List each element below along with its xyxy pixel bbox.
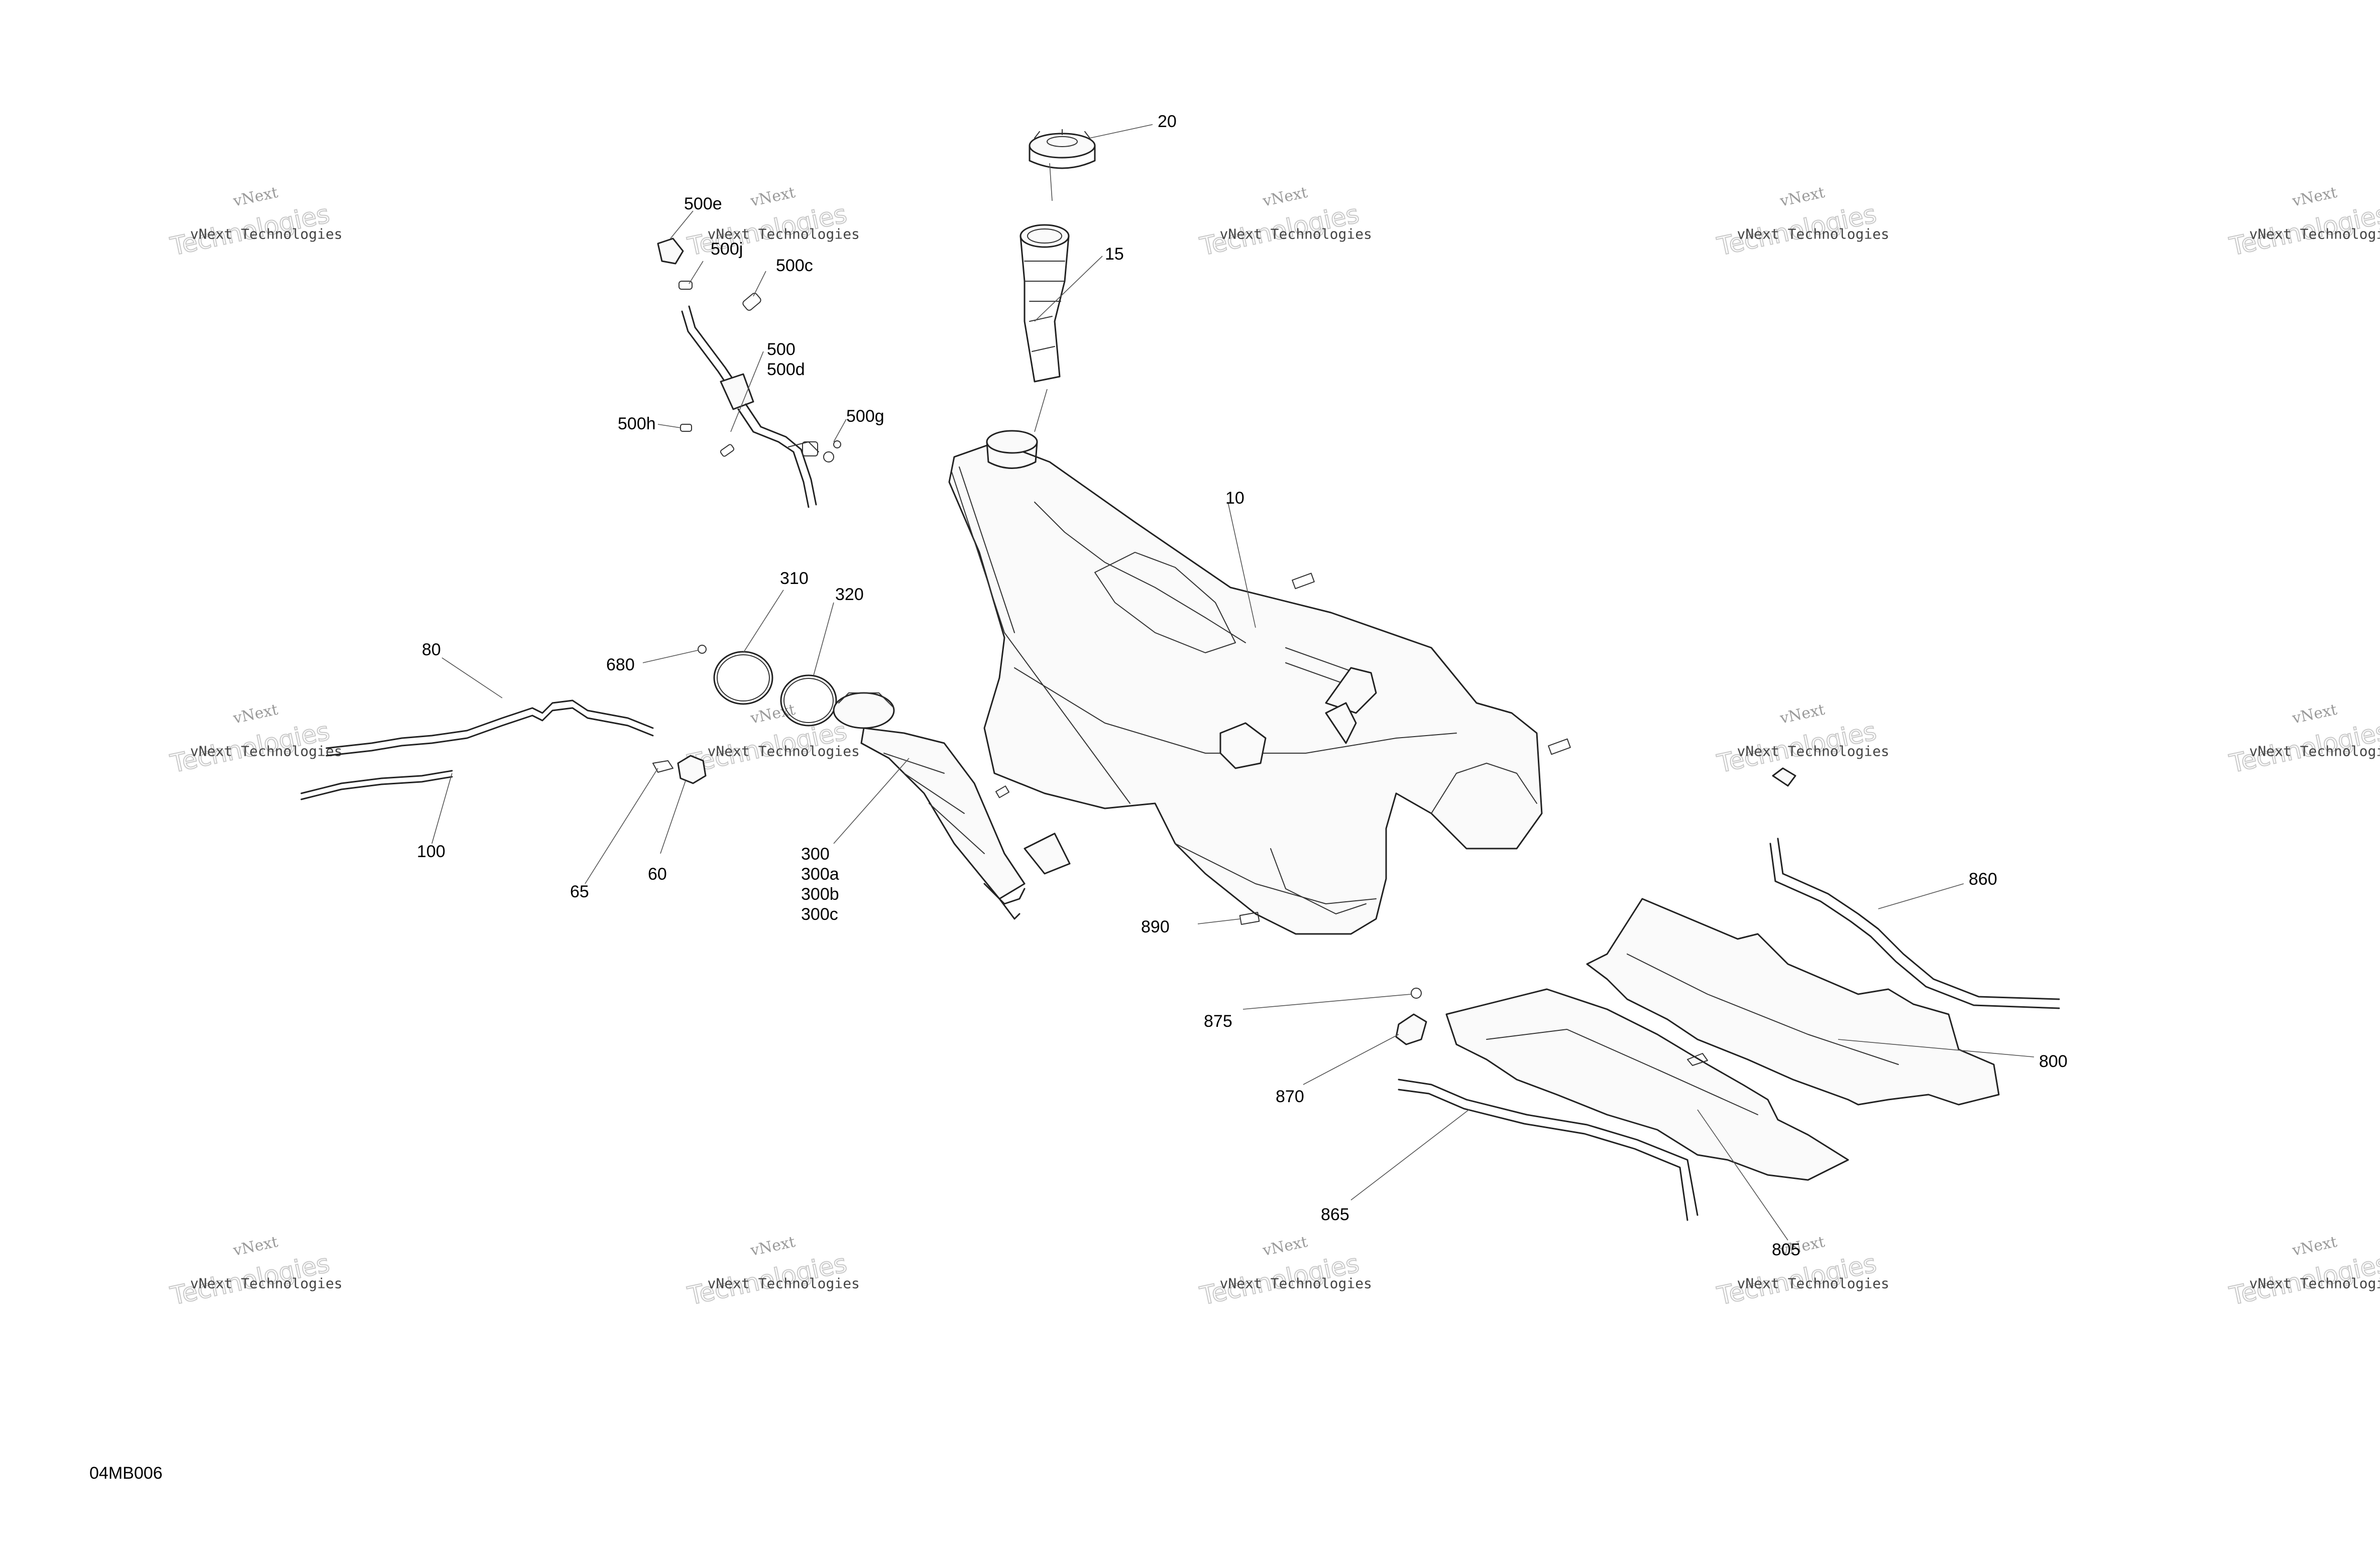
watermark-text: vNext Technologies xyxy=(190,1275,342,1292)
watermark-text: vNext Technologies xyxy=(1737,226,1889,243)
watermark-text: vNext Technologies xyxy=(190,226,342,243)
callout-500: 500 xyxy=(767,340,796,359)
tank-strap-upper xyxy=(1769,767,2060,1009)
callout-65: 65 xyxy=(570,882,589,901)
watermark-text: vNext Technologies xyxy=(707,1275,859,1292)
heat-shield-upper xyxy=(1586,898,2000,1106)
watermark-text: vNext Technologies xyxy=(707,226,859,243)
watermark-text: vNext xyxy=(231,1233,279,1260)
watermark: vNext Technologies vNext Technologies xyxy=(685,1233,860,1312)
watermark-text: vNext xyxy=(1261,184,1309,210)
callout-80: 80 xyxy=(422,640,441,659)
callout-300c: 300c xyxy=(801,905,838,924)
watermark: vNext Technologies vNext Technologies xyxy=(1714,184,1889,262)
watermark-text: vNext Technologies xyxy=(1737,1275,1889,1292)
watermark-text: vNext xyxy=(2290,184,2338,210)
callout-875: 875 xyxy=(1204,1012,1232,1031)
fuel-pump-rings xyxy=(698,645,837,727)
filler-neck xyxy=(1019,224,1070,383)
callout-500e: 500e xyxy=(684,194,722,213)
callout-300a: 300a xyxy=(801,865,839,884)
tank-strap-lower xyxy=(1395,988,1698,1221)
watermark-text: vNext Technologies xyxy=(190,743,342,760)
watermark: vNext Technologies vNext Technologies xyxy=(1197,184,1372,262)
watermark-text: vNext Technologies xyxy=(2249,226,2380,243)
heat-shield-lower xyxy=(1445,988,1849,1181)
callout-20: 20 xyxy=(1158,112,1177,131)
watermark: vNext Technologies vNext Technologies xyxy=(167,701,343,779)
watermark: vNext Technologies vNext Technologies xyxy=(685,184,860,262)
callout-500h: 500h xyxy=(618,414,656,433)
watermark: vNext Technologies vNext Technologies xyxy=(2226,1233,2380,1312)
watermark-text: vNext Technologies xyxy=(1219,1275,1372,1292)
callout-865: 865 xyxy=(1321,1205,1349,1224)
callout-15: 15 xyxy=(1105,245,1124,264)
watermark-text: vNext xyxy=(1778,184,1826,210)
watermark-text: vNext xyxy=(2290,701,2338,728)
fuel-line-connector xyxy=(652,755,707,784)
drawing-reference: 04MB006 xyxy=(89,1464,163,1483)
fuel-tank xyxy=(948,430,1571,935)
callout-320: 320 xyxy=(835,585,864,604)
callout-860: 860 xyxy=(1969,870,1997,889)
watermark-text: vNext xyxy=(748,1233,797,1260)
watermark-text: vNext xyxy=(231,184,279,210)
watermark: vNext Technologies vNext Technologies xyxy=(1197,1233,1372,1312)
watermark: vNext Technologies vNext Technologies xyxy=(1714,701,1889,779)
watermark-text: vNext xyxy=(231,701,279,728)
leader-lines xyxy=(431,124,2034,1241)
callout-310: 310 xyxy=(780,569,809,588)
callout-500j: 500j xyxy=(711,240,743,259)
callout-890: 890 xyxy=(1141,917,1170,936)
watermark: vNext Technologies vNext Technologies xyxy=(2226,701,2380,779)
callout-10: 10 xyxy=(1225,489,1244,508)
fuel-lines xyxy=(300,699,654,800)
watermark: vNext Technologies vNext Technologies xyxy=(1714,1233,1889,1312)
callout-60: 60 xyxy=(648,865,667,884)
callout-100: 100 xyxy=(417,842,445,861)
watermark-text: vNext Technologies xyxy=(2249,1275,2380,1292)
watermark-text: vNext xyxy=(1261,1233,1309,1260)
fuel-cap xyxy=(1029,129,1096,169)
callout-500c: 500c xyxy=(776,256,813,275)
vent-hose-assembly xyxy=(657,238,841,508)
fuel-pump xyxy=(833,692,1071,920)
callout-labels: 20 15 10 500e 500j 500c 500 500d 500h 50… xyxy=(417,112,2068,1259)
watermark-text: vNext Technologies xyxy=(707,743,859,760)
callout-800: 800 xyxy=(2039,1052,2068,1071)
watermark: vNext Technologies vNext Technologies xyxy=(167,184,343,262)
watermark-text: vNext xyxy=(748,184,797,210)
watermark-text: vNext Technologies xyxy=(1737,743,1889,760)
watermark: vNext Technologies vNext Technologies xyxy=(167,1233,343,1312)
callout-500d: 500d xyxy=(767,360,805,379)
watermark-text: vNext xyxy=(1778,701,1826,728)
watermark-text: vNext Technologies xyxy=(2249,743,2380,760)
watermark-text: vNext xyxy=(2290,1233,2338,1260)
watermark-text: vNext Technologies xyxy=(1219,226,1372,243)
callout-805: 805 xyxy=(1772,1240,1800,1259)
callout-300b: 300b xyxy=(801,885,839,904)
callout-680: 680 xyxy=(606,655,635,674)
tank-pad xyxy=(1239,912,1260,925)
callout-870: 870 xyxy=(1276,1087,1304,1106)
callout-300: 300 xyxy=(801,845,830,864)
watermark: vNext Technologies vNext Technologies xyxy=(2226,184,2380,262)
callout-500g: 500g xyxy=(846,407,884,426)
